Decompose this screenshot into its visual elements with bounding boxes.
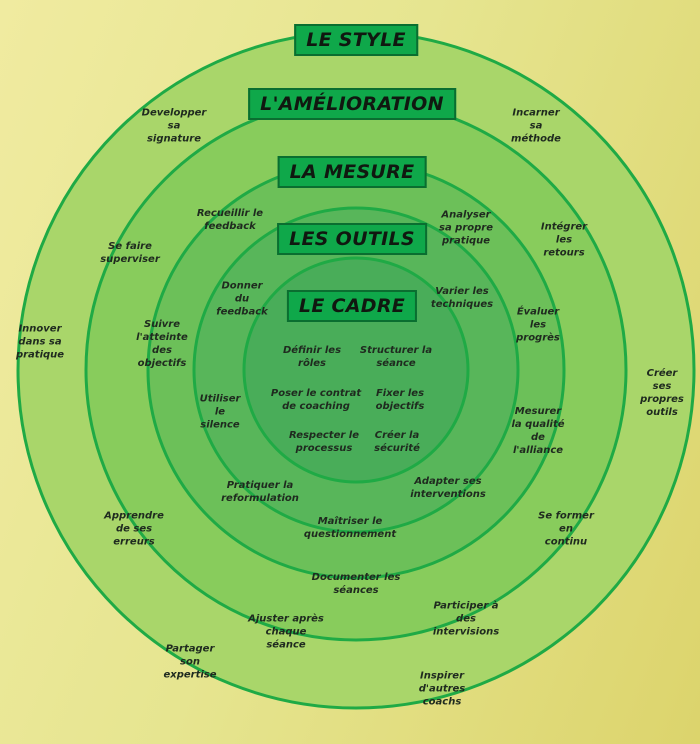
label-respecter-processus: Respecter le processus <box>289 430 359 454</box>
label-utiliser-silence: Utiliser le silence <box>199 393 241 431</box>
label-pratiquer-reformulation: Pratiquer la reformulation <box>221 480 299 504</box>
label-ajuster-seance: Ajuster après chaque séance <box>248 613 324 651</box>
label-evaluer-progres: Évaluer les progrès <box>516 306 560 344</box>
label-definir-roles: Définir les rôles <box>282 345 342 369</box>
title-le-cadre: LE CADRE <box>286 290 418 322</box>
label-se-faire-superviser: Se faire superviser <box>100 241 160 265</box>
label-partager-expertise: Partager son expertise <box>163 643 217 681</box>
label-suivre-objectifs: Suivre l'atteinte des objectifs <box>136 319 188 369</box>
title-le-style: LE STYLE <box>294 24 418 56</box>
label-innover-pratique: Innover dans sa pratique <box>15 323 65 361</box>
title-les-outils: LES OUTILS <box>277 223 427 255</box>
label-mesurer-alliance: Mesurer la qualité de l'alliance <box>511 406 565 456</box>
label-varier-techniques: Varier les techniques <box>430 286 494 310</box>
label-se-former: Se former en continu <box>538 510 594 548</box>
label-apprendre-erreurs: Apprendre de ses erreurs <box>104 510 164 548</box>
label-integrer-retours: Intégrer les retours <box>540 221 588 259</box>
label-creer-outils: Créer ses propres outils <box>640 368 684 418</box>
label-recueillir-feedback: Recueillir le feedback <box>196 208 264 232</box>
title-la-mesure: LA MESURE <box>277 156 427 188</box>
label-adapter-interventions: Adapter ses interventions <box>410 476 486 500</box>
label-inspirer-coachs: Inspirer d'autres coachs <box>418 670 466 708</box>
label-participer-intervisions: Participer à des intervisions <box>432 600 500 638</box>
label-donner-feedback: Donner du feedback <box>216 280 268 318</box>
label-analyser-pratique: Analyser sa propre pratique <box>438 209 494 247</box>
label-incarner-methode: Incarner sa méthode <box>511 107 561 145</box>
label-creer-securite: Créer la sécurité <box>374 430 420 454</box>
title-amelioration: L'AMÉLIORATION <box>248 88 456 120</box>
label-poser-contrat: Poser le contrat de coaching <box>270 388 362 412</box>
label-maitriser-questionnement: Maîtriser le questionnement <box>303 516 397 540</box>
label-fixer-objectifs: Fixer les objectifs <box>375 388 425 412</box>
label-documenter-seances: Documenter les séances <box>311 572 401 596</box>
label-structurer-seance: Structurer la séance <box>359 345 433 369</box>
label-developper-signature: Developper sa signature <box>141 107 207 145</box>
